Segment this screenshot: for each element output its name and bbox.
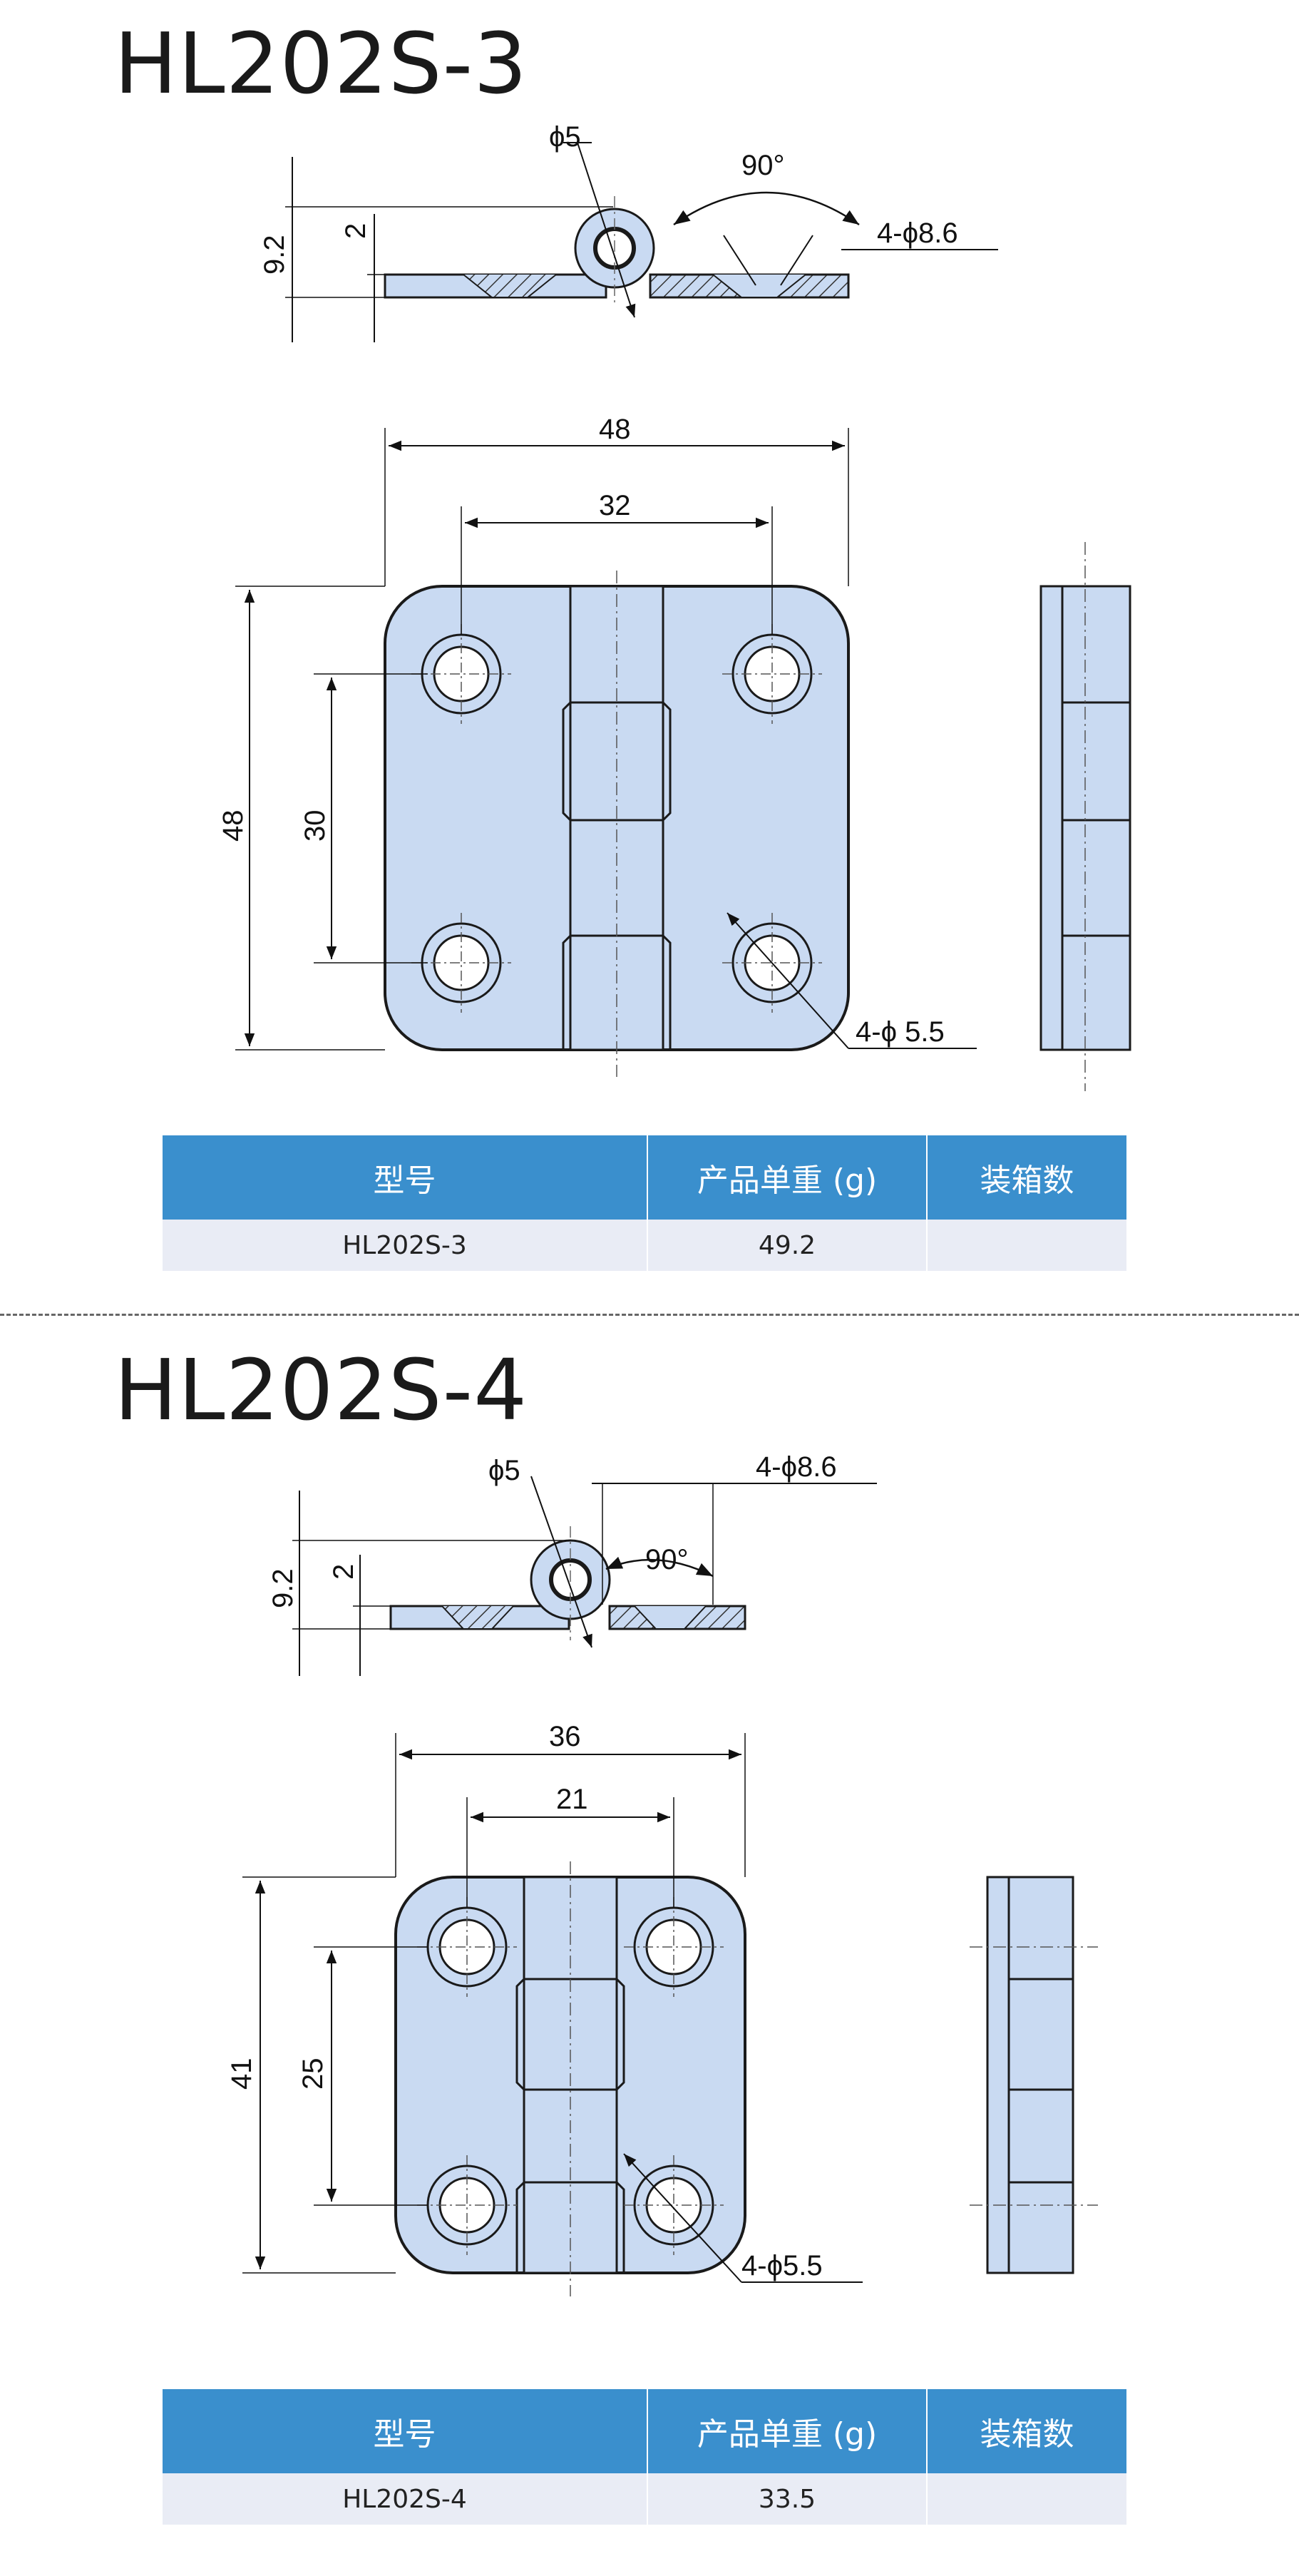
label-height-total: 9.2 bbox=[267, 1568, 299, 1608]
label-hole-pitch-y: 25 bbox=[297, 2058, 329, 2090]
label-pin-dia: ϕ5 bbox=[488, 1455, 520, 1486]
cell-model: HL202S-3 bbox=[163, 1220, 648, 1271]
header-weight: 产品单重 (g) bbox=[647, 1135, 928, 1220]
label-width-total: 36 bbox=[549, 1721, 581, 1752]
label-angle: 90° bbox=[741, 150, 785, 181]
edge-view bbox=[970, 1876, 1098, 2274]
table-row: HL202S-3 49.2 bbox=[163, 1220, 1126, 1271]
label-angle: 90° bbox=[645, 1544, 689, 1575]
section-divider bbox=[0, 1314, 1299, 1316]
label-hole-pitch-x: 21 bbox=[556, 1784, 588, 1815]
label-hole-pitch-y: 30 bbox=[299, 810, 331, 842]
label-mount-holes: 4-ϕ5.5 bbox=[741, 2250, 823, 2281]
model-title: HL202S-3 bbox=[114, 14, 528, 113]
side-profile-view: ϕ5 90° 4-ϕ8.6 9.2 2 bbox=[259, 121, 998, 342]
cell-qty bbox=[927, 2473, 1126, 2525]
label-csk-holes: 4-ϕ8.6 bbox=[756, 1451, 837, 1483]
front-plan-view: 36 21 41 25 4-ϕ5.5 bbox=[226, 1721, 863, 2296]
header-qty: 装箱数 bbox=[927, 2389, 1126, 2473]
cell-weight: 49.2 bbox=[647, 1220, 928, 1271]
cell-qty bbox=[927, 1220, 1126, 1271]
technical-drawing: ϕ5 90° 4-ϕ8.6 9.2 2 bbox=[226, 1451, 1098, 2296]
spec-table: 型号 产品单重 (g) 装箱数 HL202S-3 49.2 bbox=[163, 1135, 1126, 1271]
spec-table: 型号 产品单重 (g) 装箱数 HL202S-4 33.5 bbox=[163, 2389, 1126, 2525]
front-plan-view: 48 32 48 30 4-ϕ 5.5 bbox=[217, 414, 977, 1077]
header-model: 型号 bbox=[163, 1135, 648, 1220]
technical-drawing: ϕ5 90° 4-ϕ8.6 9.2 2 bbox=[217, 121, 1131, 1091]
model-title: HL202S-4 bbox=[114, 1341, 528, 1439]
label-pin-dia: ϕ5 bbox=[549, 121, 581, 153]
edge-view bbox=[1039, 542, 1131, 1091]
label-thickness: 2 bbox=[340, 223, 371, 239]
label-height-body: 41 bbox=[226, 2058, 257, 2090]
hole-bottom-left bbox=[421, 922, 502, 1003]
label-hole-pitch-x: 32 bbox=[599, 490, 631, 521]
header-model: 型号 bbox=[163, 2389, 648, 2473]
label-csk-holes: 4-ϕ8.6 bbox=[877, 218, 958, 249]
table-row: HL202S-4 33.5 bbox=[163, 2473, 1126, 2525]
header-weight: 产品单重 (g) bbox=[647, 2389, 928, 2473]
label-height-total: 9.2 bbox=[259, 235, 290, 275]
label-thickness: 2 bbox=[328, 1564, 359, 1580]
label-width-total: 48 bbox=[599, 414, 631, 445]
cell-model: HL202S-4 bbox=[163, 2473, 648, 2525]
table-header-row: 型号 产品单重 (g) 装箱数 bbox=[163, 2389, 1126, 2473]
header-qty: 装箱数 bbox=[927, 1135, 1126, 1220]
label-height-body: 48 bbox=[217, 810, 249, 842]
label-mount-holes: 4-ϕ 5.5 bbox=[856, 1016, 945, 1048]
cell-weight: 33.5 bbox=[647, 2473, 928, 2525]
side-profile-view: ϕ5 90° 4-ϕ8.6 9.2 2 bbox=[267, 1451, 877, 1676]
hole-top-left bbox=[421, 633, 502, 715]
table-header-row: 型号 产品单重 (g) 装箱数 bbox=[163, 1135, 1126, 1220]
